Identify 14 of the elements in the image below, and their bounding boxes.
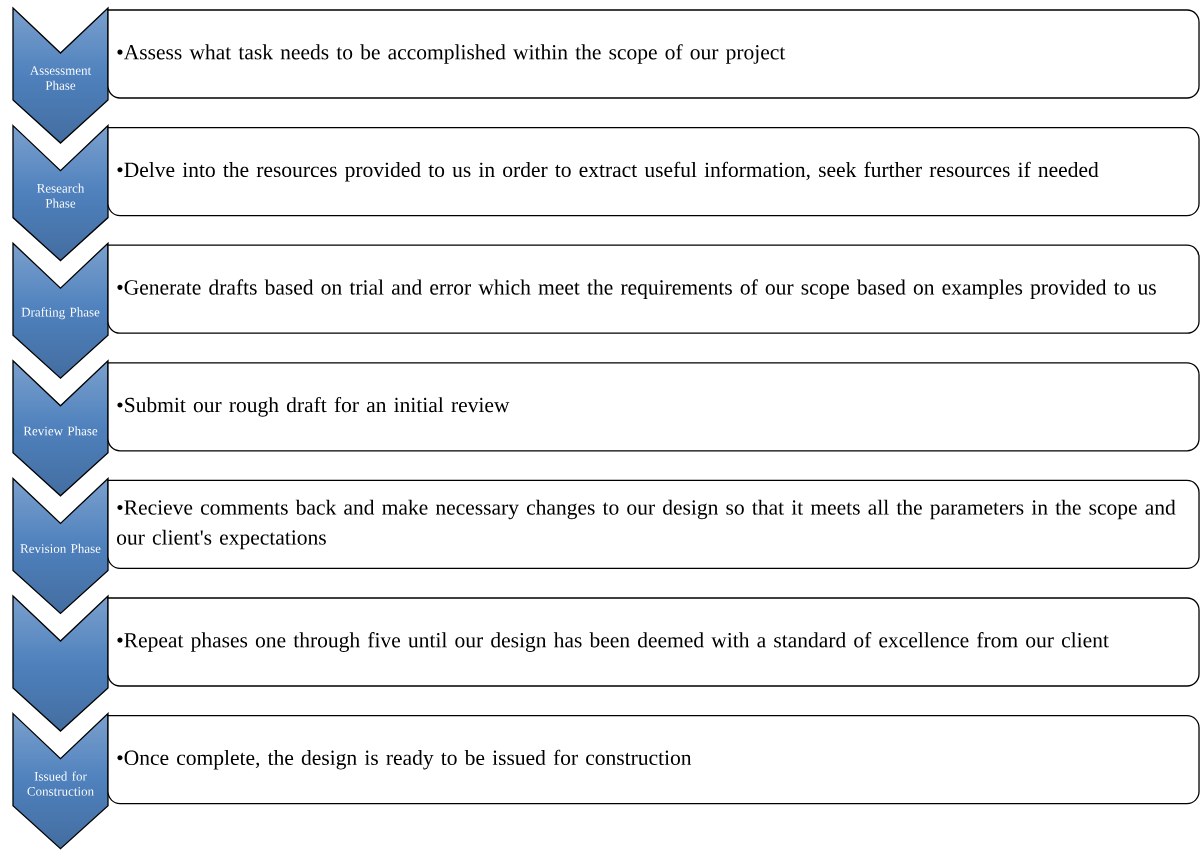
chevron-step: Revision Phase [12, 476, 109, 615]
step-box: •Repeat phases one through five until our design has been deemed with a standard of excellence from our client [107, 597, 1200, 687]
chevron-step: Drafting Phase [12, 241, 109, 380]
chevron-step: Review Phase [12, 359, 109, 497]
chevron-step: Issued for Construction [12, 712, 109, 850]
step-box: •Assess what task needs to be accomplished within the scope of our project [107, 9, 1200, 99]
chevron-step: Assessment Phase [12, 6, 109, 144]
step-box: •Delve into the resources provided to us in order to extract useful information, seek further resources if needed [107, 126, 1200, 217]
step-box: •Submit our rough draft for an initial review [107, 362, 1200, 452]
step-box: •Generate drafts based on trial and error which meet the requirements of our scope based on examples provided to us [107, 244, 1200, 334]
step-box: •Once complete, the design is ready to be issued for construction [107, 714, 1200, 805]
chevron-step: Research Phase [12, 124, 109, 262]
chevron-step [12, 594, 109, 732]
step-box: •Recieve comments back and make necessary changes to our design so that it meets all the parameters in the scope and our client's expectations [107, 479, 1200, 570]
